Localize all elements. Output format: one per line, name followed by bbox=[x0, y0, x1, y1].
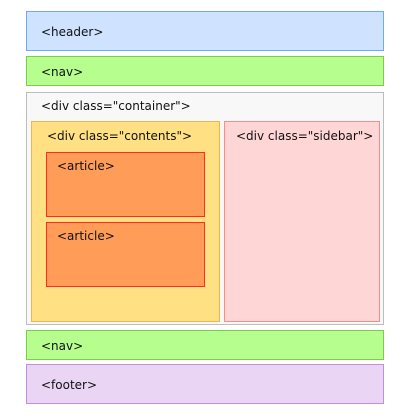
nav-top-label: <nav> bbox=[41, 65, 84, 79]
header-box: <header> bbox=[26, 11, 384, 51]
article-box-1: <article> bbox=[46, 152, 205, 217]
header-label: <header> bbox=[41, 25, 104, 39]
footer-box: <footer> bbox=[26, 364, 384, 404]
nav-top-box: <nav> bbox=[26, 56, 384, 86]
article-label-1: <article> bbox=[57, 159, 115, 173]
contents-label: <div class="contents"> bbox=[47, 129, 193, 143]
container-label: <div class="container"> bbox=[41, 99, 191, 113]
container-box: <div class="container"> <div class="cont… bbox=[26, 92, 384, 325]
nav-bottom-box: <nav> bbox=[26, 330, 384, 360]
article-box-2: <article> bbox=[46, 222, 205, 287]
footer-label: <footer> bbox=[41, 378, 98, 392]
article-label-2: <article> bbox=[57, 229, 115, 243]
nav-bottom-label: <nav> bbox=[41, 339, 84, 353]
contents-box: <div class="contents"> <article> <articl… bbox=[31, 121, 220, 322]
sidebar-box: <div class="sidebar"> bbox=[224, 121, 380, 322]
sidebar-label: <div class="sidebar"> bbox=[236, 129, 374, 143]
